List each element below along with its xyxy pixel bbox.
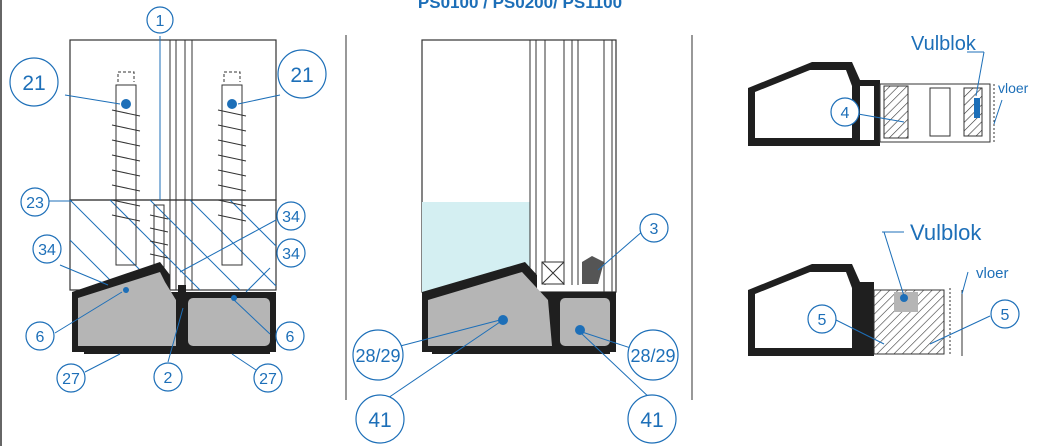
- svg-text:5: 5: [818, 312, 827, 329]
- callout-41-left: 41: [355, 394, 405, 444]
- svg-text:34: 34: [282, 209, 300, 226]
- right-bottom-profile: [748, 264, 963, 356]
- callout-41-right: 41: [627, 394, 677, 444]
- svg-text:6: 6: [36, 329, 45, 346]
- callout-21-left: 21: [9, 57, 59, 107]
- callout-28-29-left: 28/29: [352, 329, 404, 381]
- svg-text:28/29: 28/29: [355, 346, 400, 366]
- callout-2: 2: [153, 362, 183, 392]
- callout-3: 3: [639, 213, 669, 243]
- callout-21-right: 21: [277, 49, 327, 99]
- label-vulblok-top: Vulblok: [911, 33, 977, 55]
- svg-text:34: 34: [38, 242, 56, 259]
- callout-23: 23: [20, 187, 50, 217]
- svg-text:5: 5: [1001, 307, 1010, 324]
- callout-34-right: 34: [276, 238, 306, 268]
- svg-text:41: 41: [368, 409, 391, 432]
- svg-text:4: 4: [841, 105, 850, 122]
- callout-5-left: 5: [807, 304, 837, 334]
- svg-text:2: 2: [164, 370, 173, 387]
- callout-5-right: 5: [990, 299, 1020, 329]
- callout-1: 1: [146, 6, 174, 34]
- callout-4: 4: [830, 97, 860, 127]
- drawing-title: PS0100 / PS0200/ PS1100: [418, 0, 622, 12]
- svg-text:28/29: 28/29: [630, 346, 675, 366]
- svg-text:41: 41: [640, 409, 663, 432]
- svg-text:27: 27: [259, 371, 277, 388]
- callout-6-right: 6: [275, 321, 305, 351]
- svg-text:21: 21: [22, 72, 45, 95]
- label-vulblok-bottom: Vulblok: [910, 220, 982, 245]
- left-section-drawing: [69, 39, 277, 354]
- callout-27-left: 27: [56, 363, 86, 393]
- right-top-leaders: [857, 51, 1003, 125]
- label-vloer-top: vloer: [998, 80, 1029, 96]
- label-vloer-bottom: vloer: [976, 265, 1009, 282]
- callout-34-mid: 34: [276, 201, 306, 231]
- callout-6-left: 6: [25, 321, 55, 351]
- svg-text:3: 3: [650, 221, 659, 238]
- svg-text:23: 23: [26, 195, 44, 212]
- svg-text:27: 27: [62, 371, 80, 388]
- svg-text:34: 34: [282, 246, 300, 263]
- right-top-profile: [748, 62, 995, 146]
- svg-text:6: 6: [286, 329, 295, 346]
- svg-text:1: 1: [156, 13, 165, 30]
- middle-section-drawing: [421, 39, 617, 354]
- svg-text:21: 21: [290, 64, 313, 87]
- left-leader-lines: [49, 36, 281, 373]
- callout-34-left: 34: [32, 234, 62, 264]
- callout-28-29-right: 28/29: [627, 329, 679, 381]
- right-bottom-leaders: [835, 231, 991, 345]
- callout-27-right: 27: [253, 363, 283, 393]
